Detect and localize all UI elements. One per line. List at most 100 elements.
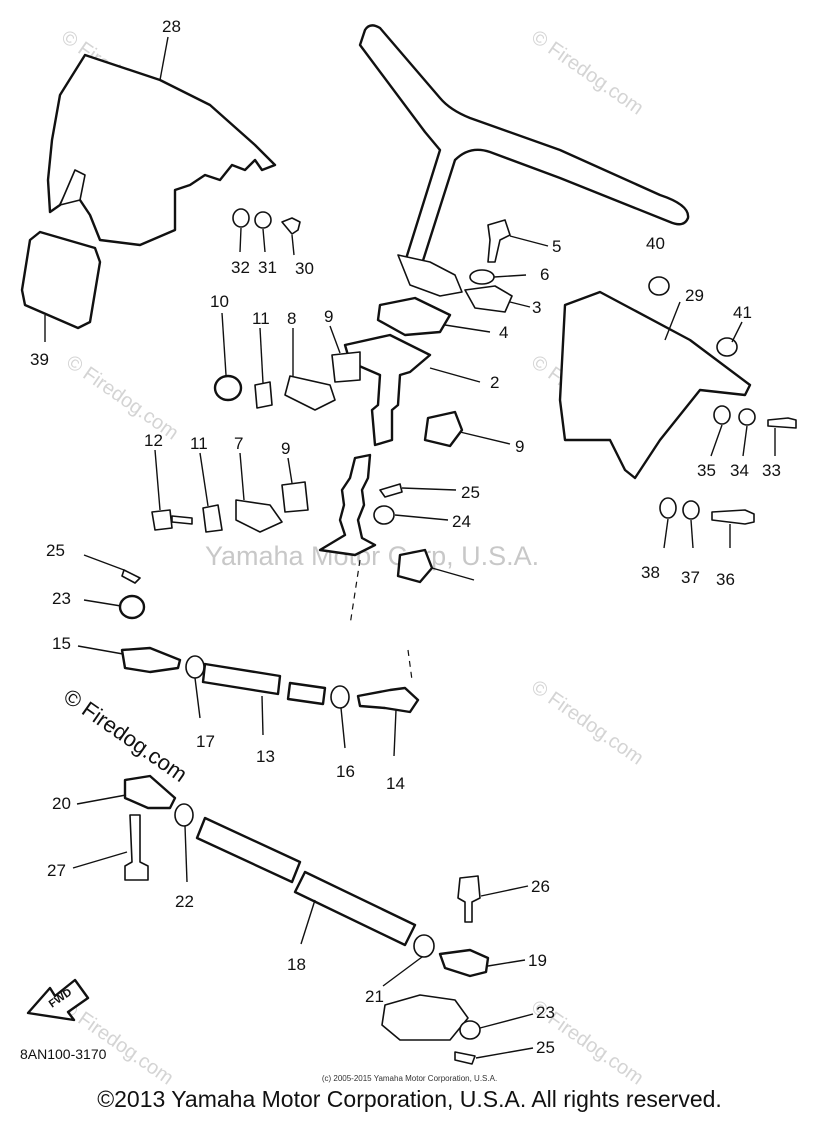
leader xyxy=(493,274,527,278)
part-2-steering-column xyxy=(343,333,432,447)
leader xyxy=(475,1047,534,1059)
leader xyxy=(393,709,397,757)
leader xyxy=(429,367,481,383)
leader xyxy=(259,327,264,384)
part-35-washer xyxy=(713,405,731,425)
callout-35: 35 xyxy=(697,461,716,480)
callout-17: 17 xyxy=(196,732,215,751)
part-15-tie-rod-end xyxy=(120,646,182,674)
part-5-bolt xyxy=(487,219,511,263)
part-19-tie-rod-end xyxy=(438,948,490,978)
small-credit: (c) 2005-2015 Yamaha Motor Corporation, … xyxy=(321,1074,498,1083)
leader xyxy=(742,425,748,457)
leader-lines xyxy=(44,36,776,1059)
callout-19: 19 xyxy=(528,951,547,970)
arrow-shape xyxy=(26,978,90,1022)
callout-41: 41 xyxy=(733,303,752,322)
part-9-bracket xyxy=(281,481,309,513)
callout-23: 23 xyxy=(52,589,71,608)
part-9-bracket xyxy=(331,351,361,383)
part-28-vent xyxy=(59,169,86,206)
callout-29: 29 xyxy=(685,286,704,305)
copyright-notice: ©2013 Yamaha Motor Corporation, U.S.A. A… xyxy=(97,1086,722,1112)
callout-18: 18 xyxy=(287,955,306,974)
callout-21: 21 xyxy=(365,987,384,1006)
leader xyxy=(287,457,293,484)
callout-10: 10 xyxy=(210,292,229,311)
leader xyxy=(487,959,526,967)
callout-39: 39 xyxy=(30,350,49,369)
spindle xyxy=(381,994,469,1041)
part-27-bolt xyxy=(124,814,149,881)
leader xyxy=(159,36,169,81)
callout-28: 28 xyxy=(162,17,181,36)
callout-9: 9 xyxy=(281,439,290,458)
part-14-tie-rod-end xyxy=(356,686,420,714)
watermark: © Firedog.com xyxy=(62,351,182,444)
leader xyxy=(459,431,511,445)
part-25-cotter-pin xyxy=(454,1051,476,1065)
callout-9: 9 xyxy=(324,307,333,326)
leader xyxy=(72,851,128,869)
leader xyxy=(509,301,531,308)
callout-6: 6 xyxy=(540,265,549,284)
leader xyxy=(479,1013,534,1029)
callout-33: 33 xyxy=(762,461,781,480)
callout-14: 14 xyxy=(386,774,405,793)
callout-12: 12 xyxy=(144,431,163,450)
leader xyxy=(221,312,227,376)
callout-13: 13 xyxy=(256,747,275,766)
part-23-nut xyxy=(459,1020,481,1040)
leader xyxy=(239,452,245,501)
callout-27: 27 xyxy=(47,861,66,880)
part-13-tie-rod xyxy=(286,681,327,706)
leader xyxy=(261,695,264,736)
handlebar xyxy=(358,24,690,272)
part-33-screw xyxy=(767,417,797,429)
part-28-cowl xyxy=(46,53,277,247)
callout-7: 7 xyxy=(234,434,243,453)
part-40-grommet xyxy=(648,276,670,296)
callout-34: 34 xyxy=(730,461,749,480)
callout-20: 20 xyxy=(52,794,71,813)
leader xyxy=(239,227,242,253)
part-38-washer xyxy=(659,497,677,519)
leader xyxy=(401,487,457,491)
callout-36: 36 xyxy=(716,570,735,589)
part-30-screw xyxy=(281,217,301,235)
callout-11: 11 xyxy=(252,309,270,328)
leader xyxy=(76,794,127,805)
leader xyxy=(199,452,209,507)
leader xyxy=(480,885,529,897)
leader xyxy=(509,235,549,247)
callout-9: 9 xyxy=(515,437,524,456)
part-9-bushing xyxy=(423,410,464,448)
part-13-tie-rod xyxy=(201,662,282,696)
part-10-grommet xyxy=(213,374,243,402)
leader xyxy=(291,234,295,256)
callout-30: 30 xyxy=(295,259,314,278)
callout-11: 11 xyxy=(190,434,208,453)
leader xyxy=(394,514,449,521)
leader xyxy=(663,518,669,549)
centerline xyxy=(407,649,413,681)
part-39-lens xyxy=(20,230,102,330)
callout-22: 22 xyxy=(175,892,194,911)
callout-labels: 28 5 6 3 4 2 40 29 41 32 31 30 39 10 11 … xyxy=(30,17,781,1057)
part-29-panel xyxy=(558,290,752,480)
front-direction-arrow: FWD xyxy=(26,978,90,1022)
part-12-bolt xyxy=(151,509,193,531)
part-16-locknut xyxy=(330,685,350,709)
leader xyxy=(83,554,125,571)
leader xyxy=(431,567,475,581)
callout-25: 25 xyxy=(536,1038,555,1057)
callout-15: 15 xyxy=(52,634,71,653)
part-18-tie-rod xyxy=(293,870,417,947)
callout-8: 8 xyxy=(287,309,296,328)
leader xyxy=(664,301,681,341)
part-24-nut xyxy=(373,505,395,525)
part-21-locknut xyxy=(413,934,435,958)
callout-38: 38 xyxy=(641,563,660,582)
leader xyxy=(194,677,201,719)
callout-2: 2 xyxy=(490,373,499,392)
